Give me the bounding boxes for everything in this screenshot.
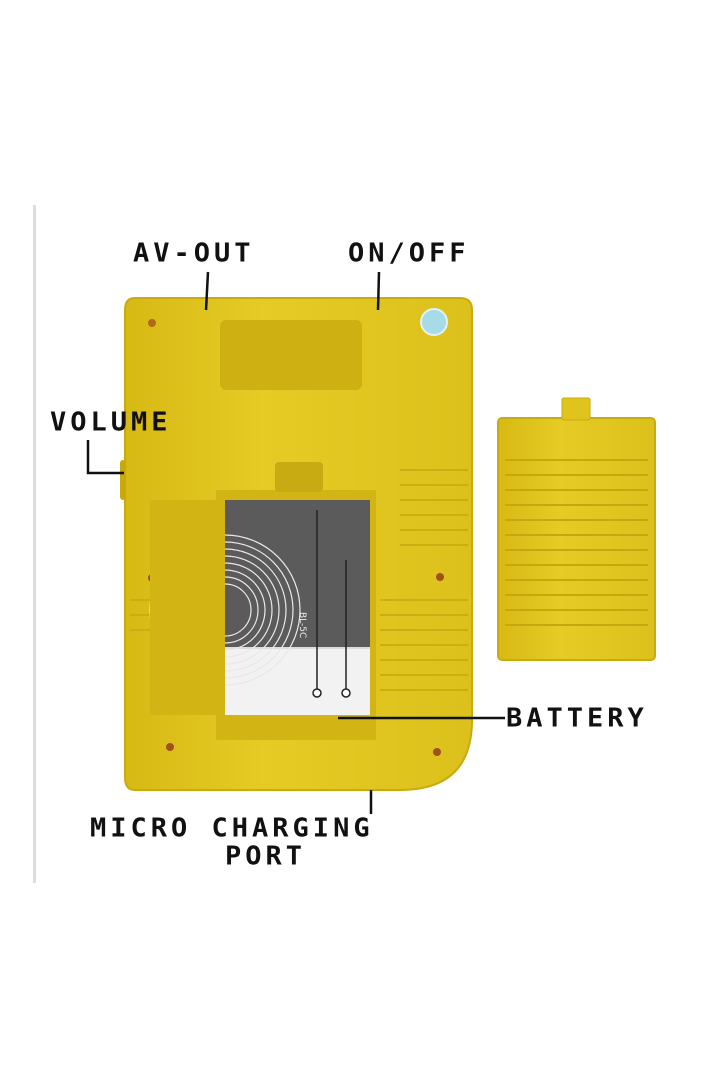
sticker-icon [420,308,448,336]
battery-latch [275,462,323,492]
on-off-leader [376,271,381,311]
volume-wheel [120,460,126,500]
top-recess [220,320,362,390]
screw-icon [433,748,441,756]
battery-cover-tab [561,397,591,421]
leader-lines [86,271,505,814]
label-battery: BATTERY [506,703,648,734]
cover-ridges [505,459,648,626]
label-on-off: ON/OFF [348,238,470,269]
grip-ridges [130,469,468,691]
label-av-out: AV-OUT [133,238,255,269]
label-micro-charging: MICRO CHARGING [90,813,374,844]
battery-cover [497,417,656,661]
screw-icon [166,743,174,751]
av-out-leader [204,271,210,311]
negative-terminal-icon [312,688,322,698]
positive-terminal-icon [341,688,351,698]
image-border-line [33,205,36,883]
screw-icon [148,319,156,327]
label-volume: VOLUME [50,407,172,438]
volume-leader [86,440,124,475]
battery-print: BL-5C [297,612,307,638]
label-port: PORT [225,841,307,872]
screw-icon [436,573,444,581]
